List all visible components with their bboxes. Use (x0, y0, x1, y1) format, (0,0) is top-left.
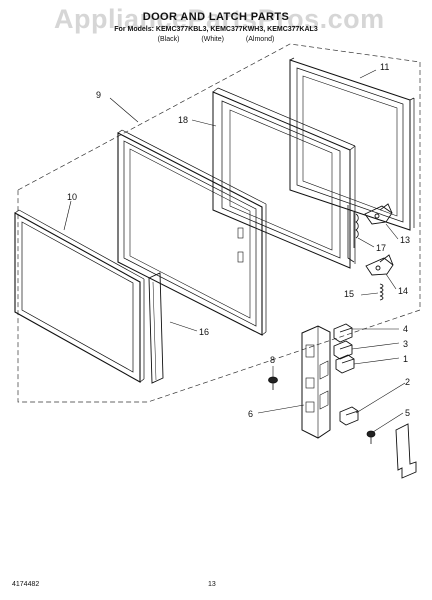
latch-bracket (395, 423, 417, 479)
callout-1: 1 (403, 354, 408, 364)
part-14-lower-latch (365, 254, 394, 276)
callout-15: 15 (344, 289, 354, 299)
color-white: (White) (201, 36, 224, 43)
part-17-latch-spring (347, 205, 359, 263)
part-10-outer-door (14, 209, 145, 383)
callout-5: 5 (405, 408, 410, 418)
page-number: 13 (208, 581, 216, 588)
watermark: AppliancePartsPros.com (54, 4, 385, 34)
callout-8: 8 (270, 355, 275, 365)
part-18-door-choke-frame (212, 87, 356, 269)
color-black: (Black) (157, 36, 180, 43)
callout-13: 13 (400, 235, 410, 245)
part-13-upper-latch (364, 203, 393, 225)
callout-18: 18 (178, 115, 188, 125)
callout-3: 3 (403, 339, 408, 349)
callout-6: 6 (248, 409, 253, 419)
callout-16: 16 (199, 327, 209, 337)
part-8-screw (268, 376, 278, 390)
part-6-latch-housing (301, 325, 331, 439)
part-11-door-back-panel (289, 57, 415, 231)
callout-11: 11 (380, 62, 389, 72)
part-1-switch (335, 354, 355, 374)
part-4-switch (333, 323, 353, 343)
document-number: 4174482 (12, 581, 40, 588)
model-list: For Models: KEMC377KBL3, KEMC377KWH3, KE… (114, 26, 318, 33)
part-2-switch (339, 406, 359, 426)
page-title: DOOR AND LATCH PARTS (142, 11, 290, 23)
callout-14: 14 (398, 286, 408, 296)
door-inner-frame (117, 129, 267, 336)
color-list: (Black) (White) (Almond) (0, 36, 432, 43)
part-3-switch (333, 340, 353, 360)
callout-2: 2 (405, 377, 410, 387)
callout-4: 4 (403, 324, 408, 334)
part-15-spring (379, 283, 384, 301)
part-5-screw (366, 430, 376, 444)
assembly-boundary (17, 43, 421, 403)
callout-10: 10 (67, 192, 77, 202)
part-16-door-trim (148, 272, 164, 384)
callout-17: 17 (376, 243, 386, 253)
color-almond: (Almond) (245, 36, 275, 43)
callout-9: 9 (96, 90, 101, 100)
leader-lines (63, 69, 406, 433)
